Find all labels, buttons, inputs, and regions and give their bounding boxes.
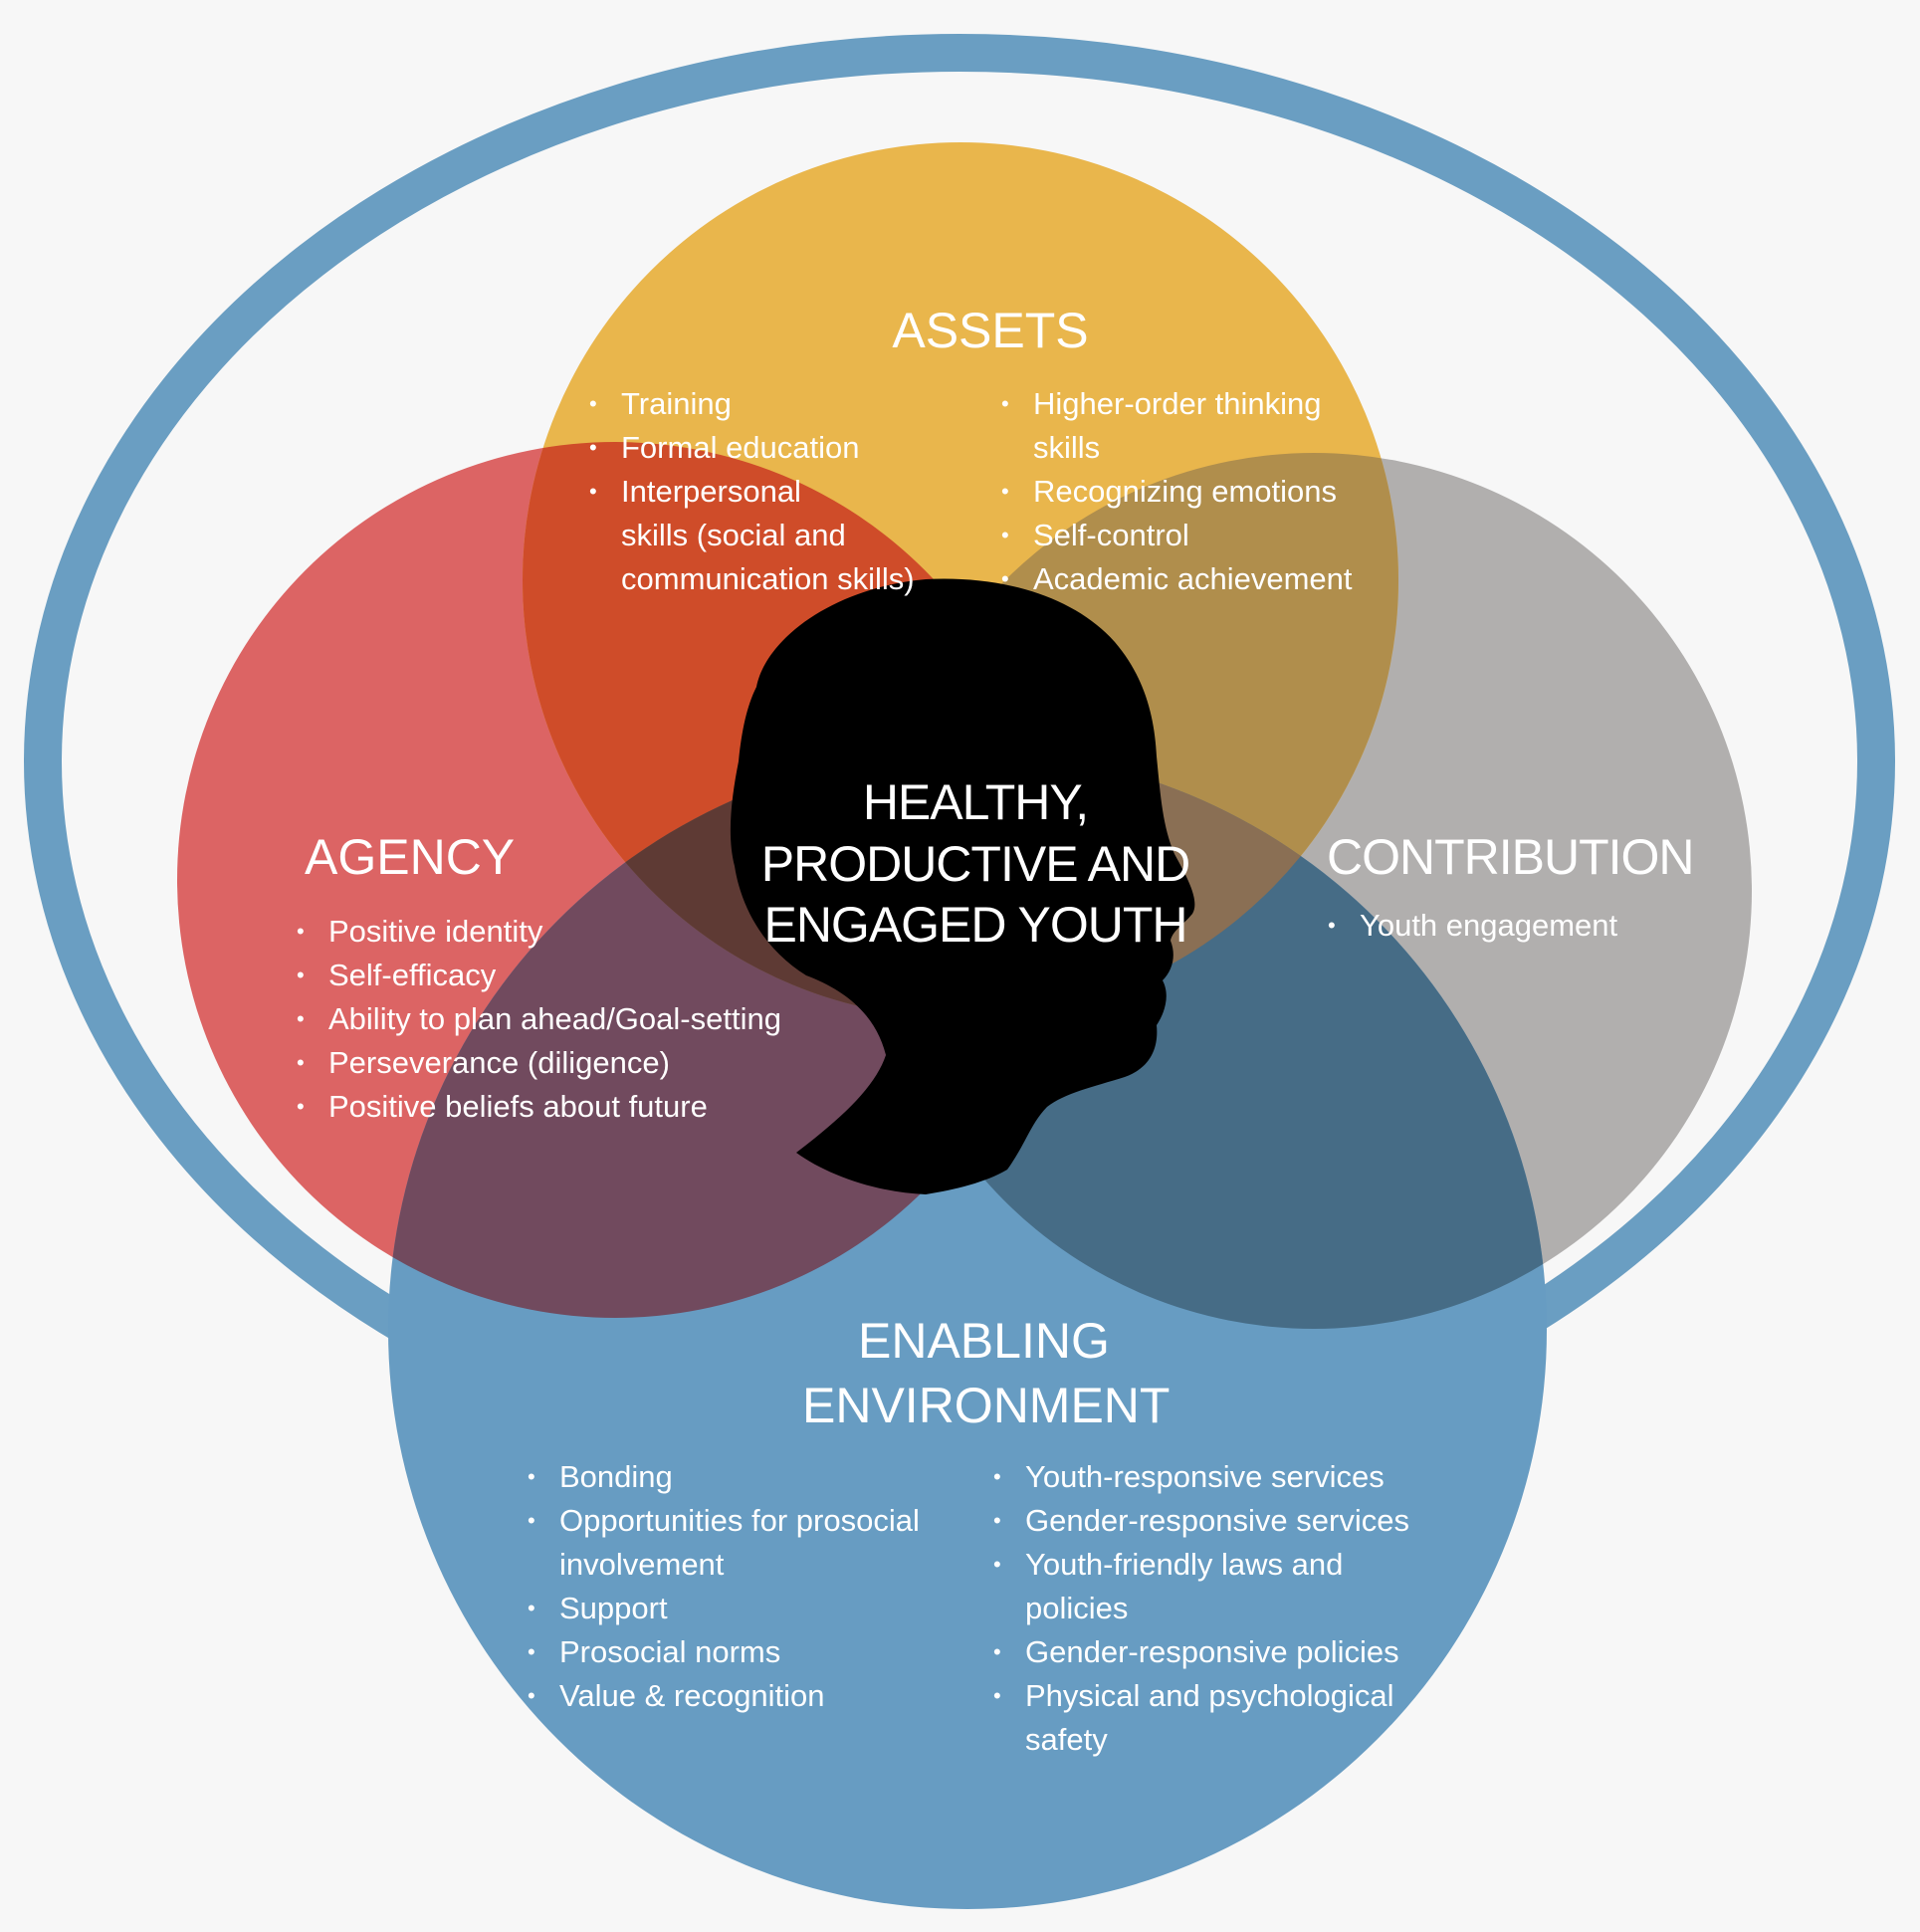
list-item: Bonding <box>528 1455 920 1499</box>
agency-title: AGENCY <box>305 829 516 885</box>
outer-ring <box>24 34 1895 1489</box>
list-item: policies <box>1025 1591 1129 1625</box>
list-item: Self-control <box>1001 514 1353 557</box>
list-item: Training <box>589 382 915 426</box>
list-item: Academic achievement <box>1001 557 1353 601</box>
center-title-line: HEALTHY, <box>862 774 1089 830</box>
center-title: HEALTHY, PRODUCTIVE AND ENGAGED YOUTH <box>717 772 1234 957</box>
center-title-line: ENGAGED YOUTH <box>763 897 1187 953</box>
list-item: Opportunities for prosocial <box>528 1499 920 1543</box>
list-item: Youth-friendly laws and <box>993 1543 1409 1587</box>
list-item: Gender-responsive policies <box>993 1630 1409 1674</box>
list-item: Perseverance (diligence) <box>297 1041 781 1085</box>
enabling-list-right: Youth-responsive services Gender-respons… <box>993 1455 1409 1762</box>
list-item: Gender-responsive services <box>993 1499 1409 1543</box>
assets-list-right: Higher-order thinking skills Recognizing… <box>1001 382 1353 601</box>
list-item: Interpersonal <box>589 470 915 514</box>
list-item: Support <box>528 1587 920 1630</box>
list-item: communication skills) <box>621 561 915 596</box>
list-item: involvement <box>559 1547 725 1582</box>
list-item: Physical and psychological <box>993 1674 1409 1718</box>
list-item: Ability to plan ahead/Goal-setting <box>297 997 781 1041</box>
list-item: Self-efficacy <box>297 954 781 997</box>
center-title-line: PRODUCTIVE AND <box>760 835 1191 892</box>
enabling-title-line2: ENVIRONMENT <box>802 1378 1171 1433</box>
list-item: Recognizing emotions <box>1001 470 1353 514</box>
agency-list: Positive identity Self-efficacy Ability … <box>297 910 781 1129</box>
list-item: Value & recognition <box>528 1674 920 1718</box>
list-item: Youth engagement <box>1328 904 1617 948</box>
list-item: Youth-responsive services <box>993 1455 1409 1499</box>
list-item: Positive beliefs about future <box>297 1085 781 1129</box>
list-item: Higher-order thinking <box>1001 382 1353 426</box>
assets-list-left: Training Formal education Interpersonal … <box>589 382 915 601</box>
list-item: Positive identity <box>297 910 781 954</box>
enabling-title-line1: ENABLING <box>858 1313 1110 1369</box>
list-item: skills (social and <box>621 518 846 552</box>
list-item: safety <box>1025 1722 1108 1757</box>
enabling-list-left: Bonding Opportunities for prosocial invo… <box>528 1455 920 1718</box>
list-item: skills <box>1033 430 1101 465</box>
contribution-list: Youth engagement <box>1328 904 1617 948</box>
contribution-title: CONTRIBUTION <box>1327 829 1695 885</box>
list-item: Formal education <box>589 426 915 470</box>
list-item: Prosocial norms <box>528 1630 920 1674</box>
assets-title: ASSETS <box>892 303 1089 358</box>
